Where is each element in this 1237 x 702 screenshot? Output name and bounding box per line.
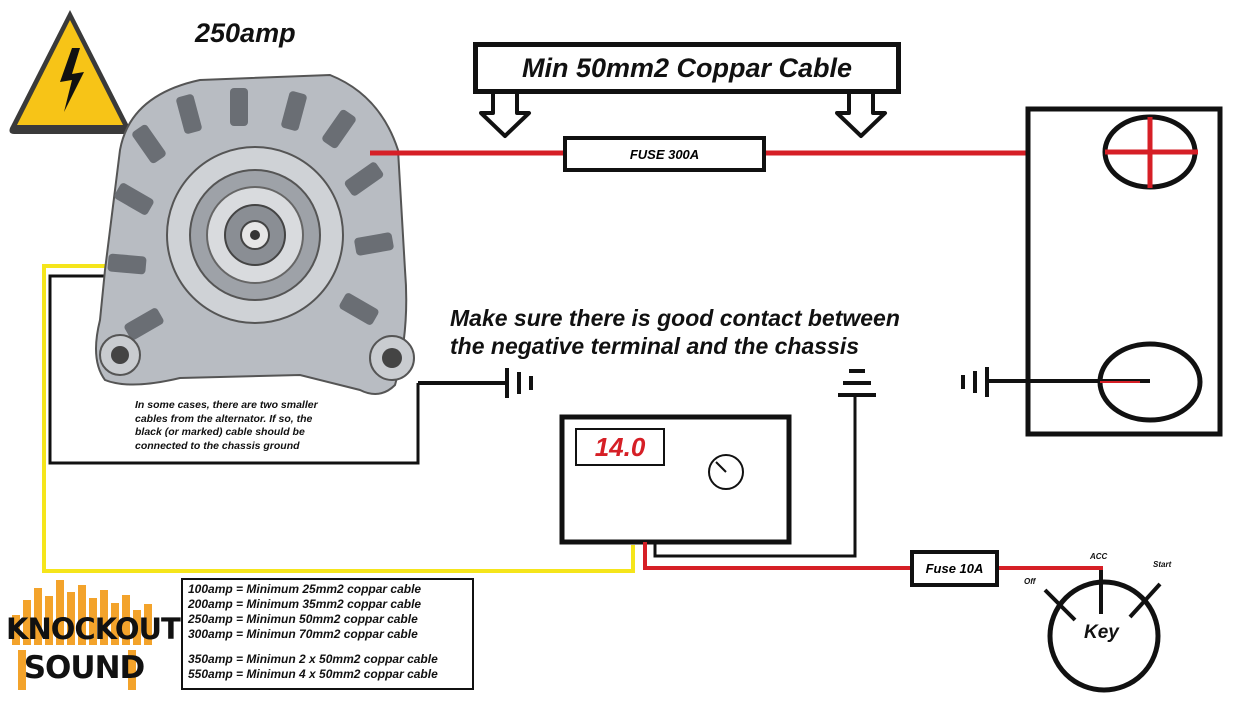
table-row: 350amp = Minimun 2 x 50mm2 coppar cable [188,652,438,666]
arrow-down-icon [835,94,887,138]
ground-symbol [838,369,876,397]
table-row: 550amp = Minimun 4 x 50mm2 coppar cable [188,667,438,681]
note-line: black (or marked) cable should be [135,426,305,438]
small-fuse: Fuse 10A [910,550,999,587]
note-line: cables from the alternator. If so, the [135,412,313,425]
yellow-wire [42,264,635,573]
knockout-sound-logo-bars [12,580,152,690]
high-voltage-warning-icon [9,10,131,134]
table-row: 250amp = Minimun 50mm2 coppar cable [188,612,418,626]
logo-line-2: SOUND [23,650,146,686]
ground-symbol [418,368,533,398]
key-label: Key [1084,622,1119,643]
note-line: connected to the chassis ground [135,439,300,452]
meter-ground-wire [653,395,857,558]
cable-size-table: 100amp = Minimum 25mm2 coppar cable 200a… [181,578,474,690]
table-row: 100amp = Minimum 25mm2 coppar cable [188,582,422,596]
ground-contact-note: Make sure there is good contact between … [450,304,1010,360]
voltmeter-reading: 14.0 [575,428,665,466]
ground-symbol [961,367,989,397]
table-row: 200amp = Minimum 35mm2 coppar cable [188,597,422,611]
battery [1025,106,1223,437]
main-fuse: FUSE 300A [563,136,766,172]
alternator-rating-label: 250amp [195,18,296,48]
alternator-ground-cable [48,274,420,465]
note-line: the negative terminal and the chassis [450,333,860,359]
cable-spec-title: Min 50mm2 Coppar Cable [473,42,901,94]
key-position-off: Off [1024,577,1036,586]
table-row: 300amp = Minimun 70mm2 coppar cable [188,627,418,641]
key-position-start: Start [1153,560,1172,569]
ignition-key-switch [1043,570,1162,693]
key-position-acc: ACC [1090,552,1108,561]
alternator-cable-note: In some cases, there are two smaller cab… [135,399,415,453]
logo-line-1: KNOCKOUT [6,612,181,646]
arrow-down-icon [479,94,531,138]
note-line: Make sure there is good contact between [450,305,900,331]
meter-positive-wire [643,542,910,570]
note-line: In some cases, there are two smaller [135,399,318,411]
alternator-image [95,73,415,395]
